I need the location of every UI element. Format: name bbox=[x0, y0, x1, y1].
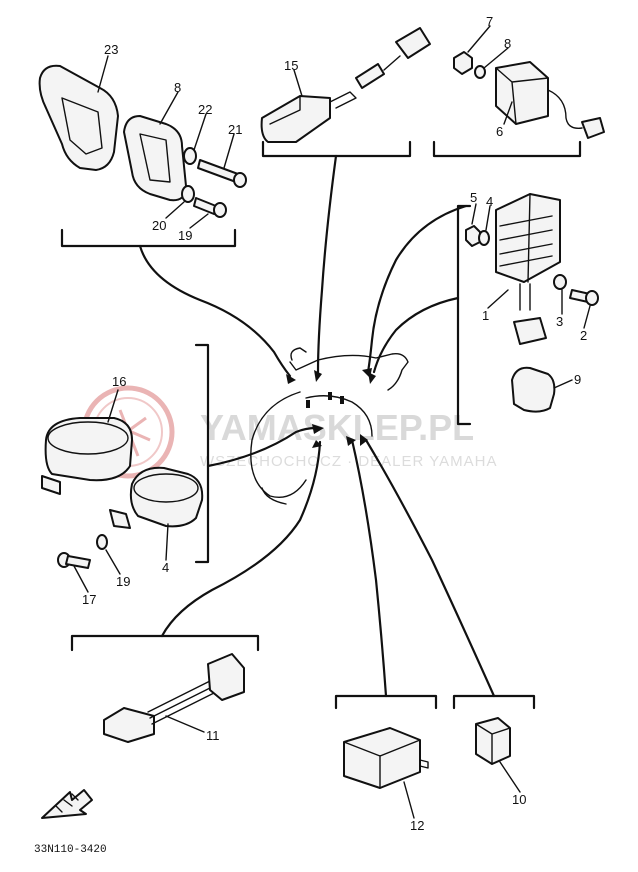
part-6-relay[interactable] bbox=[495, 61, 605, 139]
wire-part-10 bbox=[364, 438, 496, 698]
wire-horn bbox=[206, 426, 318, 468]
part-17-washer[interactable] bbox=[96, 534, 108, 550]
label-part-15: 16 bbox=[112, 374, 126, 389]
wire-relay-6 bbox=[366, 204, 468, 374]
bracket-relay-6 bbox=[432, 140, 582, 158]
part-16-bolt[interactable] bbox=[57, 552, 91, 569]
bracket-part-10 bbox=[452, 694, 536, 710]
label-part-1: 1 bbox=[482, 308, 489, 323]
part-22-washer[interactable] bbox=[183, 147, 197, 165]
part-10-relay[interactable] bbox=[475, 717, 511, 765]
connection-wires bbox=[138, 154, 496, 698]
part-8-washer[interactable] bbox=[474, 65, 486, 79]
fwd-arrow-icon bbox=[41, 789, 93, 819]
label-part-20: 20 bbox=[152, 218, 166, 233]
part-15-horn[interactable] bbox=[41, 417, 133, 495]
frame-outline bbox=[250, 347, 409, 505]
label-part-5: 5 bbox=[470, 190, 477, 205]
wire-part-13 bbox=[316, 154, 338, 374]
part-5-nut[interactable] bbox=[465, 225, 481, 247]
label-part-11: 11 bbox=[206, 728, 220, 743]
part-13-connector[interactable] bbox=[260, 27, 431, 143]
part-11-lead[interactable] bbox=[103, 653, 245, 743]
label-part-19: 19 bbox=[178, 228, 192, 243]
part-9-cover[interactable] bbox=[511, 366, 556, 413]
label-part-4-horn: 4 bbox=[162, 560, 169, 575]
part-2-bolt[interactable] bbox=[569, 289, 599, 306]
part-1-rectifier[interactable] bbox=[495, 193, 561, 345]
part-19-bolt[interactable] bbox=[193, 197, 227, 218]
wire-part-11 bbox=[160, 440, 322, 638]
label-part-13: 15 bbox=[284, 58, 298, 73]
label-part-9: 9 bbox=[574, 372, 581, 387]
wire-part-12 bbox=[350, 438, 388, 698]
label-part-12: 12 bbox=[410, 818, 424, 833]
bracket-part-11 bbox=[70, 634, 260, 652]
label-part-23: 23 bbox=[104, 42, 118, 57]
part-12-relay[interactable] bbox=[343, 727, 429, 789]
label-part-8-relay: 8 bbox=[504, 36, 511, 51]
bracket-horn bbox=[194, 343, 210, 564]
label-part-8: 8 bbox=[174, 80, 181, 95]
label-part-21: 21 bbox=[228, 122, 242, 137]
watermark-brand: YAMASKLEP.PL bbox=[200, 407, 474, 448]
part-7-nut[interactable] bbox=[453, 51, 473, 75]
label-part-16: 17 bbox=[82, 592, 96, 607]
wire-flasher bbox=[138, 244, 292, 378]
part-3-washer[interactable] bbox=[553, 274, 567, 290]
leader-lines bbox=[73, 25, 591, 819]
label-part-7: 7 bbox=[486, 14, 493, 29]
wire-rectifier bbox=[372, 296, 460, 374]
part-20-washer[interactable] bbox=[181, 185, 195, 203]
bracket-part-13 bbox=[261, 140, 412, 158]
watermark-tagline: WSZECHOCHOCZ · DEALER YAMAHA bbox=[200, 453, 497, 470]
part-23-cover[interactable] bbox=[38, 64, 119, 171]
part-4-horn[interactable] bbox=[109, 466, 204, 529]
part-labels: 23 8 22 21 20 19 15 7 8 6 5 4 1 3 2 9 16… bbox=[82, 14, 587, 833]
diagram-code: 33N110-3420 bbox=[34, 844, 107, 856]
label-part-17: 19 bbox=[116, 574, 130, 589]
label-part-4-washer: 4 bbox=[486, 194, 493, 209]
mount-arrows bbox=[286, 368, 376, 448]
watermark: YAMASKLEP.PL WSZECHOCHOCZ · DEALER YAMAH… bbox=[81, 385, 497, 479]
part-8-gasket[interactable] bbox=[123, 115, 187, 202]
part-21-bolt[interactable] bbox=[197, 159, 247, 188]
label-part-22: 22 bbox=[198, 102, 212, 117]
label-part-10: 10 bbox=[512, 792, 526, 807]
bracket-flasher-parts bbox=[60, 228, 237, 248]
label-part-6: 6 bbox=[496, 124, 503, 139]
label-part-2: 2 bbox=[580, 328, 587, 343]
label-part-3: 3 bbox=[556, 314, 563, 329]
bracket-part-12 bbox=[334, 694, 438, 710]
part-4-washer-small[interactable] bbox=[478, 230, 490, 246]
